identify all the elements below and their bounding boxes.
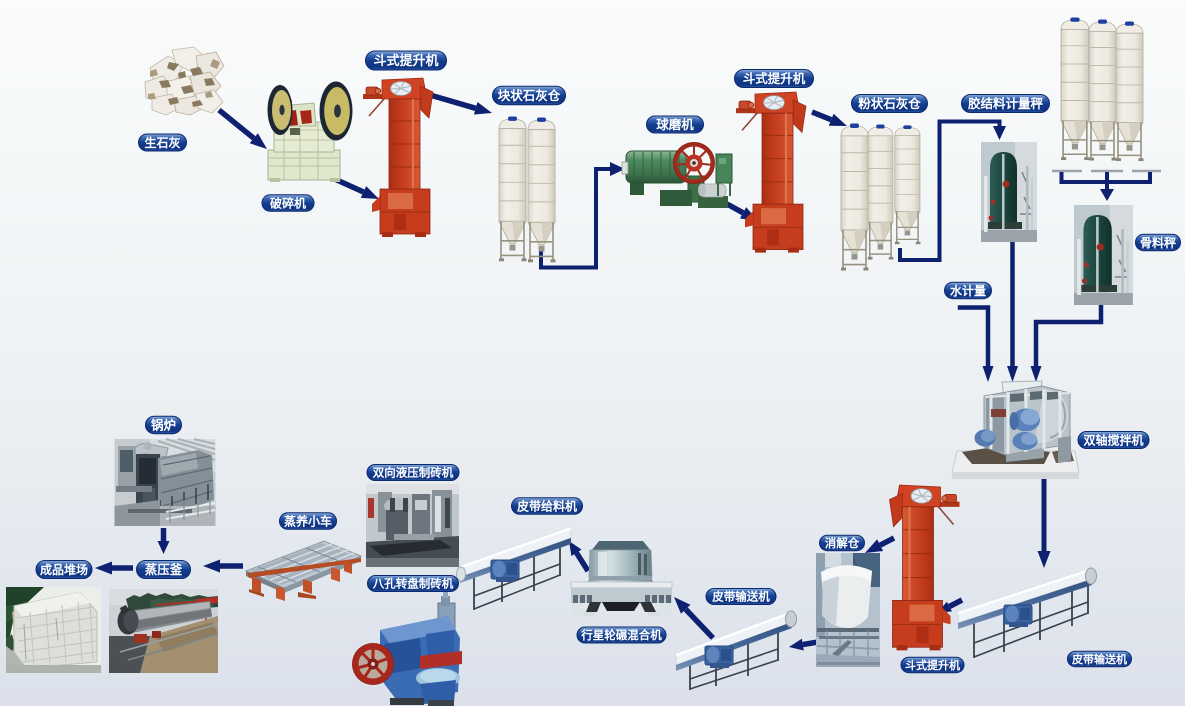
svg-text:皮带输送机: 皮带输送机 bbox=[711, 590, 770, 604]
svg-text:双轴搅拌机: 双轴搅拌机 bbox=[1083, 432, 1143, 447]
svg-text:骨料秤: 骨料秤 bbox=[1140, 235, 1176, 250]
svg-text:粉状石灰仓: 粉状石灰仓 bbox=[858, 96, 921, 111]
svg-text:双向液压制砖机: 双向液压制砖机 bbox=[372, 466, 454, 480]
svg-text:蒸养小车: 蒸养小车 bbox=[284, 513, 332, 528]
svg-text:消解仓: 消解仓 bbox=[825, 536, 860, 550]
svg-text:皮带输送机: 皮带输送机 bbox=[1071, 652, 1127, 666]
svg-text:斗式提升机: 斗式提升机 bbox=[373, 53, 438, 68]
svg-text:斗式提升机: 斗式提升机 bbox=[905, 658, 960, 672]
svg-text:破碎机: 破碎机 bbox=[270, 195, 306, 210]
svg-text:块状石灰仓: 块状石灰仓 bbox=[498, 88, 561, 103]
svg-text:斗式提升机: 斗式提升机 bbox=[743, 71, 806, 86]
svg-text:成品堆场: 成品堆场 bbox=[40, 562, 88, 577]
svg-text:八孔转盘制砖机: 八孔转盘制砖机 bbox=[372, 577, 454, 591]
svg-text:水计量: 水计量 bbox=[950, 283, 986, 298]
svg-text:生石灰: 生石灰 bbox=[144, 135, 180, 150]
svg-text:胶结料计量秤: 胶结料计量秤 bbox=[968, 96, 1044, 111]
svg-text:皮带给料机: 皮带给料机 bbox=[516, 498, 577, 513]
svg-text:球磨机: 球磨机 bbox=[656, 117, 694, 132]
svg-text:锅炉: 锅炉 bbox=[151, 418, 176, 433]
svg-text:蒸压釜: 蒸压釜 bbox=[145, 562, 183, 577]
svg-text:行星轮碾混合机: 行星轮碾混合机 bbox=[580, 628, 662, 642]
